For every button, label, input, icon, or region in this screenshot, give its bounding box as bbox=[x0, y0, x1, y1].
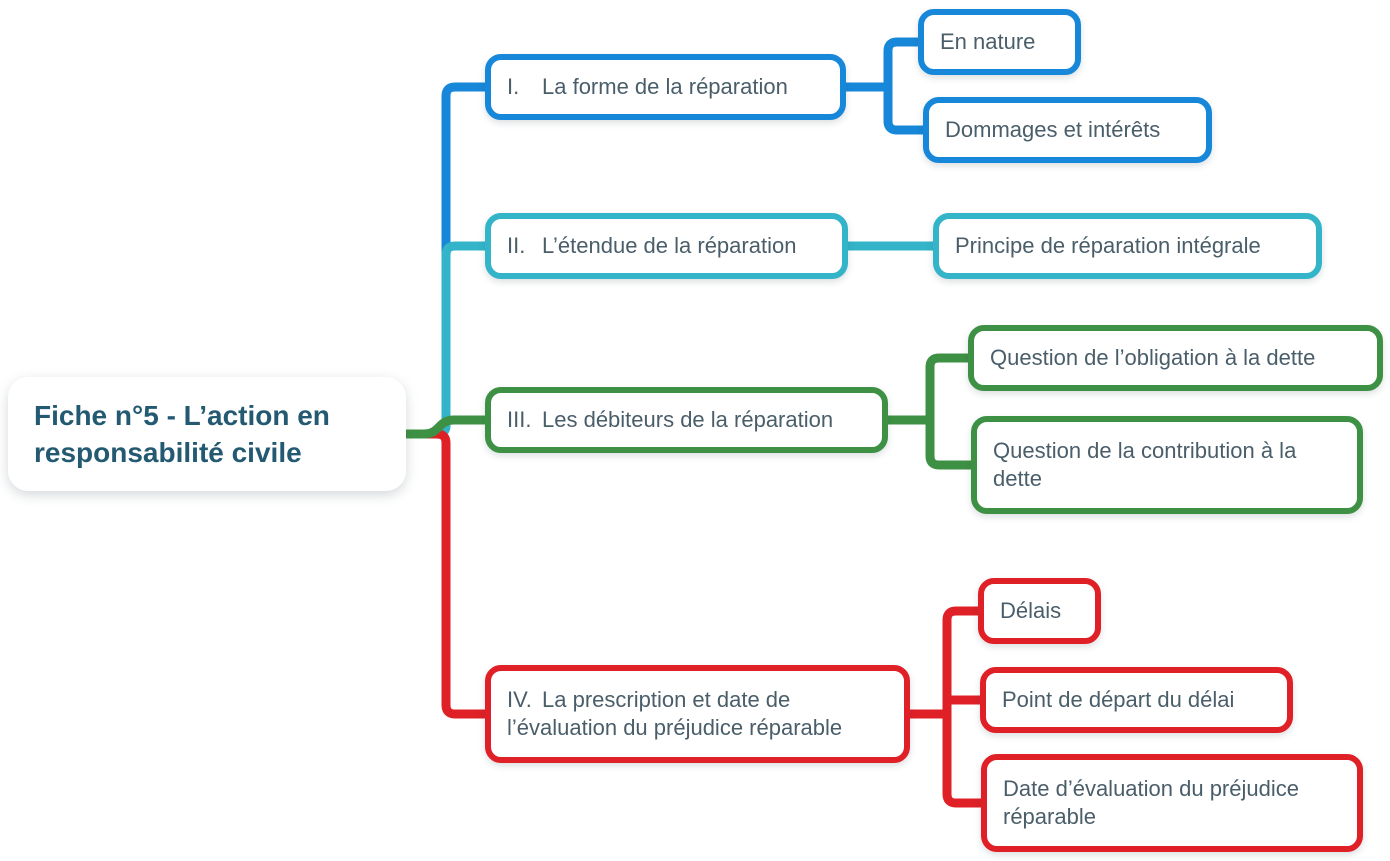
branch-node-3[interactable]: III.Les débiteurs de la réparation bbox=[485, 387, 888, 453]
branch-node-4[interactable]: IV.La prescription et date de l’évaluati… bbox=[485, 665, 910, 763]
child-node-dommages-interets[interactable]: Dommages et intérêts bbox=[923, 97, 1212, 163]
branch-node-1-label: I.La forme de la réparation bbox=[507, 74, 788, 99]
branch-node-4-label: IV.La prescription et date de l’évaluati… bbox=[507, 687, 843, 740]
root-node-label: Fiche n°5 - L’action en responsabilité c… bbox=[34, 400, 330, 468]
child-node-label: Question de l’obligation à la dette bbox=[990, 345, 1316, 370]
child-node-question-contribution[interactable]: Question de la contribution à la dette bbox=[971, 416, 1363, 514]
child-node-principe-reparation-integrale[interactable]: Principe de réparation intégrale bbox=[933, 213, 1322, 279]
connector-branch-4-children bbox=[942, 606, 983, 808]
child-node-label: Point de départ du délai bbox=[1002, 687, 1235, 712]
child-node-label: Délais bbox=[1000, 598, 1062, 623]
child-node-delais[interactable]: Délais bbox=[978, 578, 1101, 644]
root-node[interactable]: Fiche n°5 - L’action en responsabilité c… bbox=[8, 377, 406, 491]
branch-node-1[interactable]: I.La forme de la réparation bbox=[485, 54, 846, 120]
connector-trunk-branch-4 bbox=[406, 429, 487, 719]
connector-branch-1-children bbox=[883, 37, 925, 135]
child-node-label: Principe de réparation intégrale bbox=[955, 233, 1261, 258]
connector-branch-3-children bbox=[925, 353, 973, 470]
branch-node-3-label: III.Les débiteurs de la réparation bbox=[507, 407, 834, 432]
connector-trunk-branch-3 bbox=[406, 415, 487, 439]
branch-node-2-label: II.L’étendue de la réparation bbox=[507, 233, 797, 258]
connector-trunk-branch-2 bbox=[406, 241, 487, 439]
branch-node-2[interactable]: II.L’étendue de la réparation bbox=[485, 213, 848, 279]
child-node-en-nature[interactable]: En nature bbox=[918, 9, 1081, 75]
child-node-label: Dommages et intérêts bbox=[945, 117, 1161, 142]
child-node-point-depart-delai[interactable]: Point de départ du délai bbox=[980, 667, 1293, 733]
child-node-label: Question de la contribution à la dette bbox=[993, 438, 1297, 491]
child-node-label: Date d’évaluation du préjudice réparable bbox=[1003, 776, 1299, 829]
child-node-date-evaluation[interactable]: Date d’évaluation du préjudice réparable bbox=[981, 754, 1363, 852]
child-node-question-obligation[interactable]: Question de l’obligation à la dette bbox=[968, 325, 1383, 391]
child-node-label: En nature bbox=[940, 29, 1036, 54]
